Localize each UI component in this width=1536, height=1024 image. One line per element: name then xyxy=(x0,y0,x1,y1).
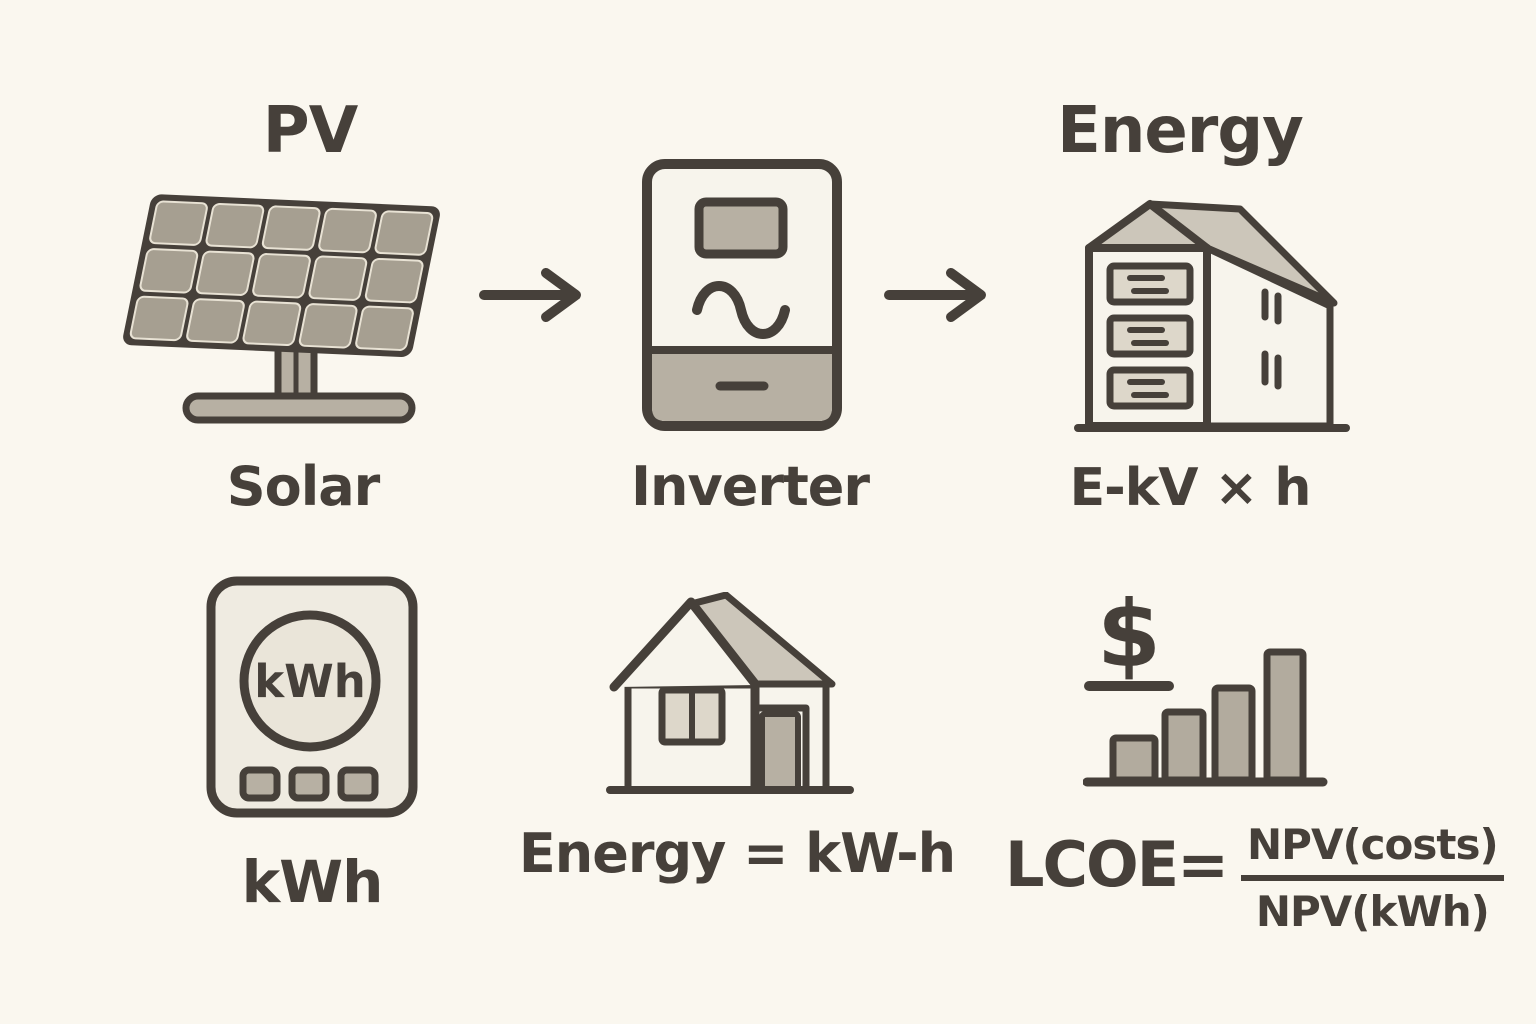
kwh-meter-icon: kWh xyxy=(206,576,418,818)
lcoe-numerator: NPV(costs) xyxy=(1241,820,1504,881)
flow-arrow-icon xyxy=(479,268,581,322)
house-icon xyxy=(606,592,854,794)
dollar-sign-icon: $ xyxy=(1097,581,1161,688)
cost-bar-chart-icon: $ xyxy=(1083,581,1328,787)
flow-arrow-icon xyxy=(884,268,986,322)
lcoe-lhs: LCOE= xyxy=(1005,827,1229,901)
building-icon xyxy=(1074,200,1350,432)
pv-title: PV xyxy=(262,94,358,168)
inverter-icon xyxy=(642,159,842,431)
kwh-label: kWh xyxy=(241,848,384,916)
energy-formula-label: E-kV × h xyxy=(1069,458,1312,518)
energy-title: Energy xyxy=(1057,94,1304,168)
house-energy-formula: Energy = kW-h xyxy=(518,822,956,885)
inverter-label: Inverter xyxy=(630,455,870,518)
solar-panel-icon xyxy=(123,194,440,424)
meter-display-text: kWh xyxy=(254,655,366,708)
lcoe-denominator: NPV(kWh) xyxy=(1255,887,1490,936)
lcoe-formula: LCOE= NPV(costs) NPV(kWh) xyxy=(1005,820,1504,936)
solar-label: Solar xyxy=(226,455,381,518)
lcoe-fraction: NPV(costs) NPV(kWh) xyxy=(1241,820,1504,936)
